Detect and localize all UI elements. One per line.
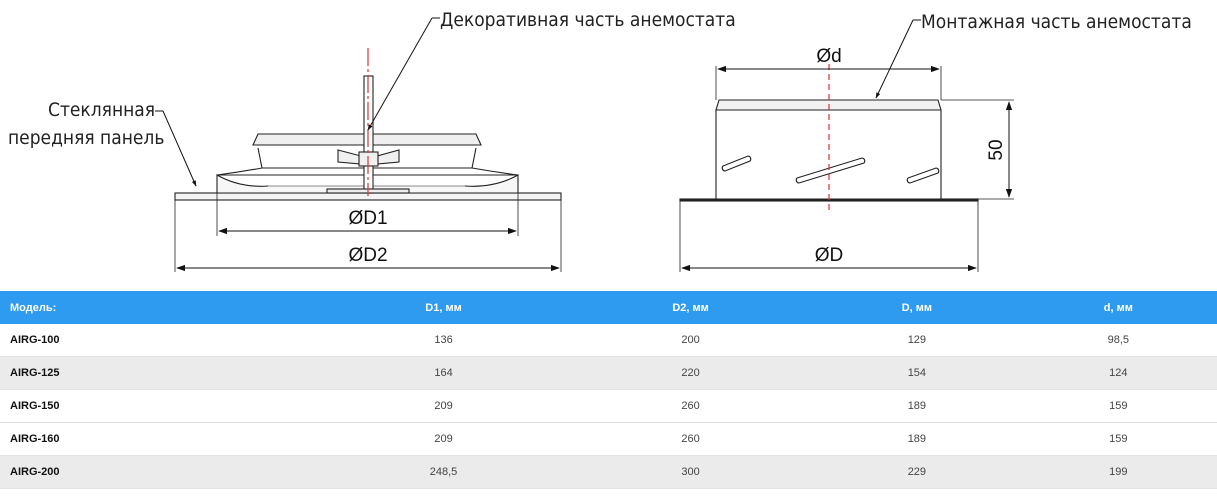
cell-D2: 200 [567, 324, 815, 357]
cell-D2: 260 [567, 422, 815, 456]
cell-model: AIRG-160 [0, 422, 320, 456]
cell-d: 159 [1019, 422, 1217, 456]
technical-drawing: ØD1 ØD2 Декоративная часть анемостата Ст… [8, 9, 1192, 272]
header-D1: D1, мм [320, 291, 568, 324]
cell-D1: 248,5 [320, 455, 568, 489]
header-d: d, мм [1019, 291, 1217, 324]
spec-table: Модель: D1, мм D2, мм D, мм d, мм AIRG-1… [0, 291, 1217, 489]
cell-D: 129 [814, 324, 1020, 357]
cell-D2: 220 [567, 356, 815, 390]
table-row: AIRG-160 209 260 189 159 [0, 422, 1217, 456]
header-model: Модель: [0, 291, 320, 324]
cell-model: AIRG-100 [0, 324, 320, 357]
callout-mounting: Монтажная часть анемостата [875, 11, 1192, 99]
callout-glass-panel: Стеклянная передняя панель [8, 99, 197, 187]
cell-D2: 260 [567, 389, 815, 423]
label-glass-line1: Стеклянная [48, 99, 155, 121]
cell-model: AIRG-150 [0, 389, 320, 423]
callout-decorative: Декоративная часть анемостата [367, 9, 736, 131]
cell-D2: 300 [567, 455, 815, 489]
cell-d: 199 [1019, 455, 1217, 489]
dimension-label-D1: ØD1 [348, 208, 387, 229]
dimension-label-d: Ød [816, 46, 841, 67]
cell-d: 124 [1019, 356, 1217, 390]
dimension-label-height: 50 [986, 139, 1007, 160]
table-row: AIRG-150 209 260 189 159 [0, 389, 1217, 423]
header-D2: D2, мм [567, 291, 815, 324]
cell-D: 154 [814, 356, 1020, 390]
cell-D1: 136 [320, 324, 568, 357]
cell-D: 189 [814, 422, 1020, 456]
dimension-label-D2: ØD2 [348, 245, 387, 266]
table-row: AIRG-125 164 220 154 124 [0, 356, 1217, 390]
cell-d: 159 [1019, 389, 1217, 423]
cell-model: AIRG-125 [0, 356, 320, 390]
cell-D: 229 [814, 455, 1020, 489]
label-mounting-part: Монтажная часть анемостата [921, 11, 1192, 33]
table-row: AIRG-100 136 200 129 98,5 [0, 324, 1217, 357]
mounting-slots [721, 155, 940, 184]
cell-D1: 164 [320, 356, 568, 390]
cell-model: AIRG-200 [0, 455, 320, 489]
cell-d: 98,5 [1019, 324, 1217, 357]
cell-D1: 209 [320, 422, 568, 456]
header-D: D, мм [814, 291, 1020, 324]
table-row: AIRG-200 248,5 300 229 199 [0, 455, 1217, 489]
label-glass-line2: передняя панель [8, 127, 164, 149]
cell-D: 189 [814, 389, 1020, 423]
table-header-row: Модель: D1, мм D2, мм D, мм d, мм [0, 291, 1217, 324]
dimension-label-D: ØD [815, 245, 844, 266]
cell-D1: 209 [320, 389, 568, 423]
label-decorative-part: Декоративная часть анемостата [440, 9, 736, 31]
